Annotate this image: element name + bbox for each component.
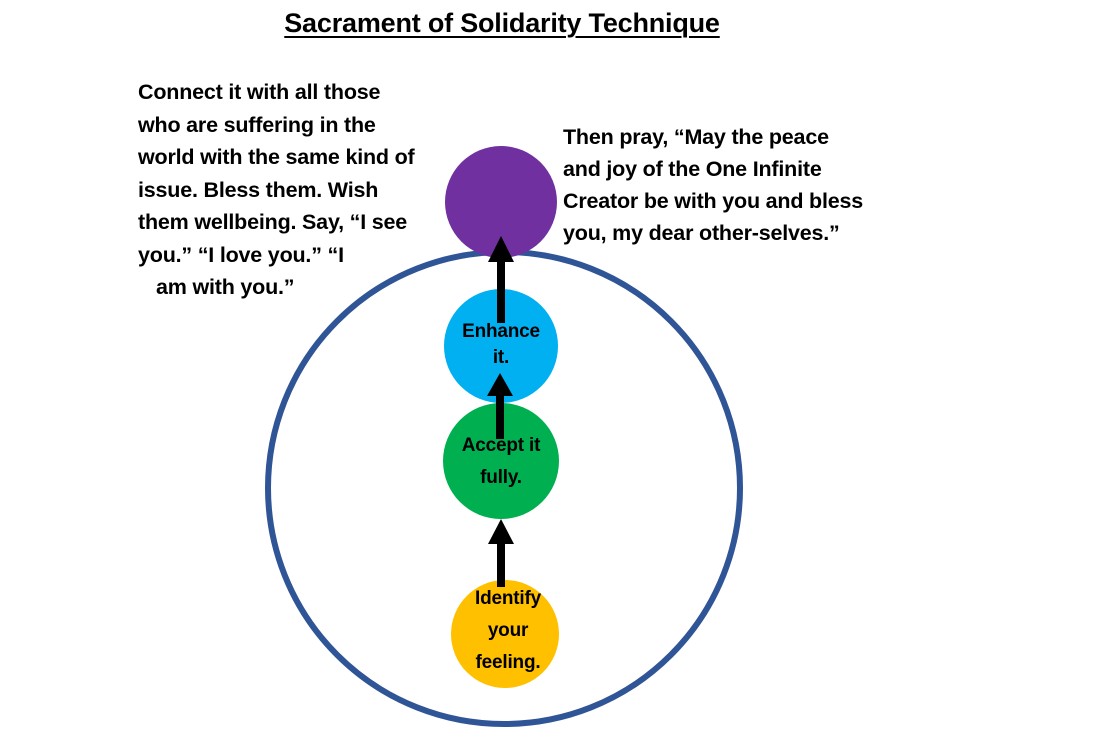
prayer-line: you, my dear other-selves.” — [563, 221, 840, 245]
connect-line: issue. Bless them. Wish — [138, 177, 379, 202]
accept-label-line: fully. — [480, 467, 522, 488]
identify-label-line: your — [487, 620, 529, 641]
identify-circle — [451, 580, 559, 688]
connect-line: world with the same kind of — [138, 145, 415, 169]
connect-line: you.” “I love you.” “I — [138, 242, 344, 267]
accept-label: Accept it fully. — [441, 430, 561, 494]
accept-circle — [443, 403, 559, 519]
connect-line: them wellbeing. Say, “I see — [138, 210, 408, 234]
page-title: Sacrament of Solidarity Technique — [284, 8, 720, 38]
enhance-label-line: Enhance — [462, 321, 540, 342]
arrow-up-icon — [488, 236, 514, 323]
connect-line: am with you.” — [156, 275, 295, 299]
prayer-line: Then pray, “May the peace — [563, 125, 829, 149]
identify-label-line: feeling. — [475, 652, 541, 673]
connect-line: who are suffering in the — [138, 112, 376, 137]
identify-label-line: Identify — [475, 588, 541, 609]
accept-label-line: Accept it — [461, 435, 541, 456]
connect-line: Connect it with all those — [138, 80, 381, 104]
arrow-up-icon — [488, 519, 514, 587]
enhance-circle — [444, 289, 558, 403]
connect-instructions: Connect it with all those who are suffer… — [138, 76, 415, 304]
connect-circle — [445, 146, 557, 258]
enhance-label-line: it. — [492, 347, 510, 368]
identify-label: Identify your feeling. — [453, 583, 563, 679]
prayer-text: Then pray, “May the peace and joy of the… — [563, 121, 863, 249]
enhance-label: Enhance it. — [441, 316, 561, 374]
arrow-up-icon — [487, 373, 513, 439]
prayer-line: and joy of the One Infinite — [563, 157, 822, 181]
prayer-line: Creator be with you and bless — [563, 189, 864, 213]
